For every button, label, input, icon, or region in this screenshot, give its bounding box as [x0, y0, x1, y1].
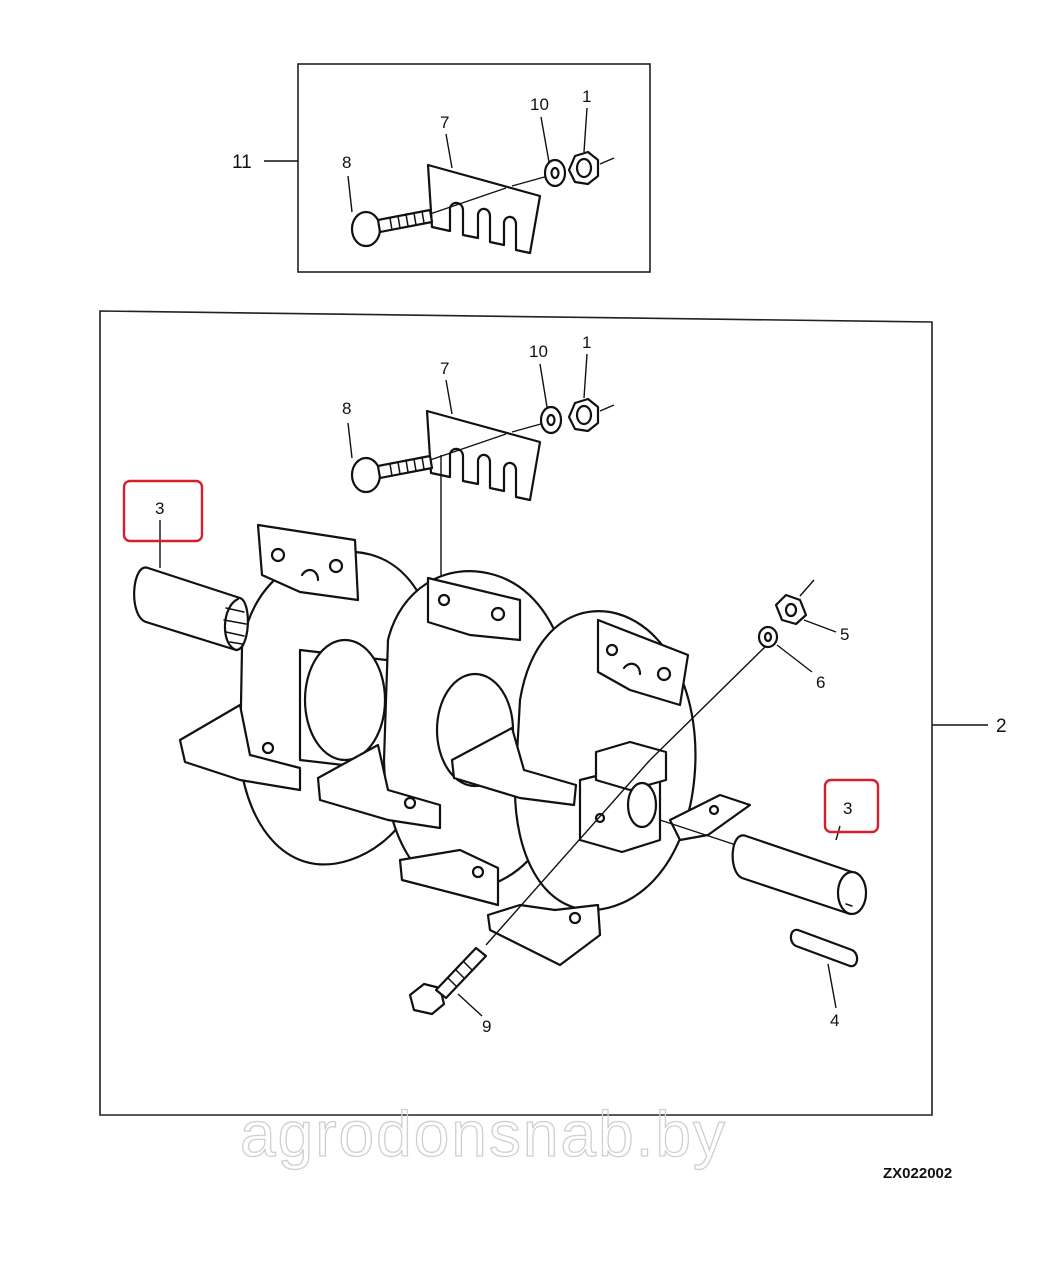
small-nut-icon: 5: [774, 579, 849, 644]
main-label-long-bolt: 9: [482, 1017, 491, 1036]
key-icon: 4: [789, 928, 859, 1030]
hex-nut-icon: [567, 397, 615, 433]
main-label-knife: 7: [440, 359, 449, 378]
carriage-bolt-icon: [350, 175, 549, 248]
flat-washer-icon: [539, 405, 563, 435]
inset-label-bolt: 8: [342, 153, 351, 172]
knife-plate-icon: [426, 163, 542, 255]
inset-label-knife: 7: [440, 113, 449, 132]
inset-ref-label: 11: [232, 152, 252, 173]
inset-label-nut: 1: [582, 87, 591, 106]
main-label-small-nut: 5: [840, 625, 849, 644]
lock-washer-icon: 6: [757, 625, 825, 692]
main-assembly-2: 2 8 7 10 1: [99, 310, 1007, 1116]
watermark-text: agrodonsnab.by: [240, 1098, 727, 1170]
knife-plate-icon: [425, 409, 542, 502]
main-label-lock-washer: 6: [816, 673, 825, 692]
shaft-left-icon: 3: [122, 479, 249, 652]
main-label-washer: 10: [529, 342, 548, 361]
inset-frame: [297, 63, 651, 273]
main-label-shaft-right: 3: [843, 799, 852, 818]
inset-assembly-11: 11 8 7 10 1: [232, 63, 651, 273]
main-label-key: 4: [830, 1011, 839, 1030]
main-label-nut: 1: [582, 333, 591, 352]
shaft-right-icon: 3: [659, 778, 880, 916]
main-label-shaft-left: 3: [155, 499, 164, 518]
hex-nut-icon: [567, 150, 615, 186]
main-ref-label: 2: [996, 716, 1007, 737]
shaft-left-highlight: [122, 479, 204, 543]
main-label-bolt: 8: [342, 399, 351, 418]
flat-washer-icon: [543, 158, 567, 188]
inset-label-washer: 10: [530, 95, 549, 114]
long-bolt-icon: 9: [408, 639, 773, 1036]
main-frame: [99, 310, 933, 1116]
rotor-drum-icon: [178, 523, 752, 967]
figure-id: ZX022002: [883, 1165, 952, 1182]
shaft-right-highlight: [823, 778, 880, 834]
carriage-bolt-icon: [350, 421, 549, 494]
